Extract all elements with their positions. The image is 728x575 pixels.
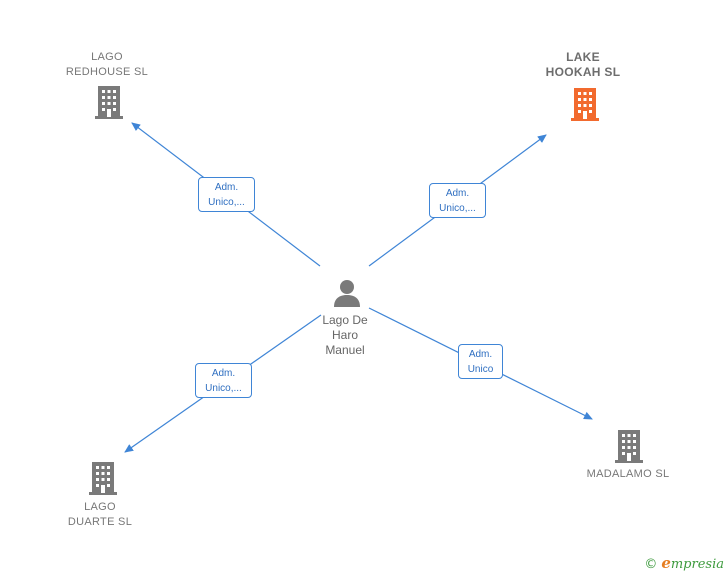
building-icon[interactable] <box>570 86 600 122</box>
building-icon[interactable] <box>94 84 124 120</box>
edge-label-madalamo[interactable]: Adm. Unico <box>458 344 503 379</box>
person-icon[interactable] <box>332 278 362 308</box>
node-label-person[interactable]: Lago De Haro Manuel <box>322 313 368 357</box>
brand-footer[interactable]: ©empresia <box>644 554 724 572</box>
edge-label-duarte[interactable]: Adm. Unico,... <box>195 363 252 398</box>
edge-label-hookah[interactable]: Adm. Unico,... <box>429 183 486 218</box>
building-icon[interactable] <box>88 460 118 496</box>
edge-label-redhouse[interactable]: Adm. Unico,... <box>198 177 255 212</box>
brand-logo-initial: e <box>661 554 671 572</box>
node-label-lake-hookah[interactable]: LAKE HOOKAH SL <box>545 50 621 79</box>
copyright-icon: © <box>644 557 658 572</box>
node-label-lago-duarte[interactable]: LAGO DUARTE SL <box>67 501 133 528</box>
node-label-lago-redhouse[interactable]: LAGO REDHOUSE SL <box>65 51 149 78</box>
brand-logo-text: mpresia <box>670 557 724 572</box>
building-icon[interactable] <box>614 428 644 464</box>
node-label-madalamo[interactable]: MADALAMO SL <box>586 468 670 480</box>
